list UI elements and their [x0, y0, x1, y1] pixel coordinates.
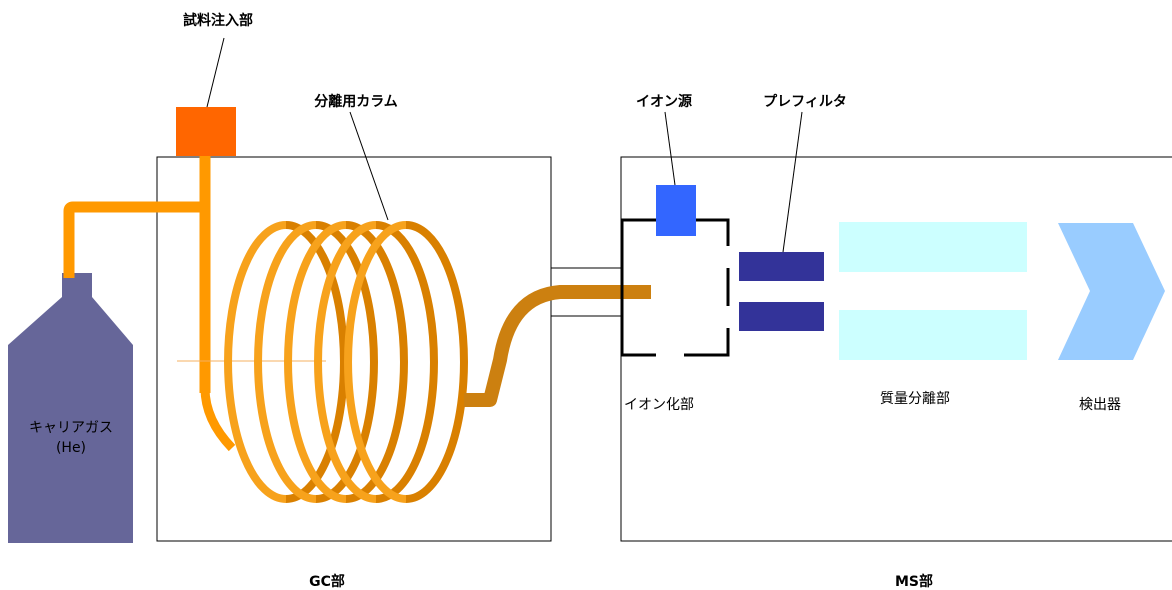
gc-box — [156, 156, 552, 542]
leader-prefilter — [782, 111, 803, 253]
transfer-tube — [464, 285, 651, 407]
label-mass-separation: 質量分離部 — [880, 390, 950, 407]
mass-filter-bar-top — [839, 222, 1027, 272]
prefilter-bar-top — [739, 252, 824, 281]
label-gc: GC部 — [309, 573, 345, 590]
label-carrier-gas-he: (He) — [56, 440, 86, 456]
coil-inlet — [200, 387, 236, 452]
label-ion-source: イオン源 — [636, 93, 692, 110]
label-detector: 検出器 — [1079, 397, 1121, 413]
column-coil-front — [224, 221, 407, 503]
column-coil-back — [285, 221, 468, 503]
leader-sample-injection — [206, 37, 225, 108]
leader-ion-source — [664, 111, 676, 186]
label-prefilter: プレフィルタ — [763, 94, 847, 110]
label-ms: MS部 — [895, 573, 933, 590]
label-ionization: イオン化部 — [624, 397, 694, 413]
ionization-chamber — [620, 218, 730, 357]
leader-column — [349, 111, 389, 221]
mass-filter-bar-bottom — [839, 310, 1027, 360]
label-sample-injection: 試料注入部 — [183, 12, 253, 29]
detector-chevron — [1058, 223, 1165, 360]
label-separation-column: 分離用カラム — [314, 93, 398, 110]
prefilter-bar-bottom — [739, 302, 824, 331]
label-carrier-gas: キャリアガス — [29, 420, 113, 436]
ion-source — [656, 185, 696, 236]
carrier-gas-bottle — [8, 273, 133, 543]
sample-injector — [176, 107, 236, 156]
carrier-gas-pipe — [63, 201, 205, 278]
